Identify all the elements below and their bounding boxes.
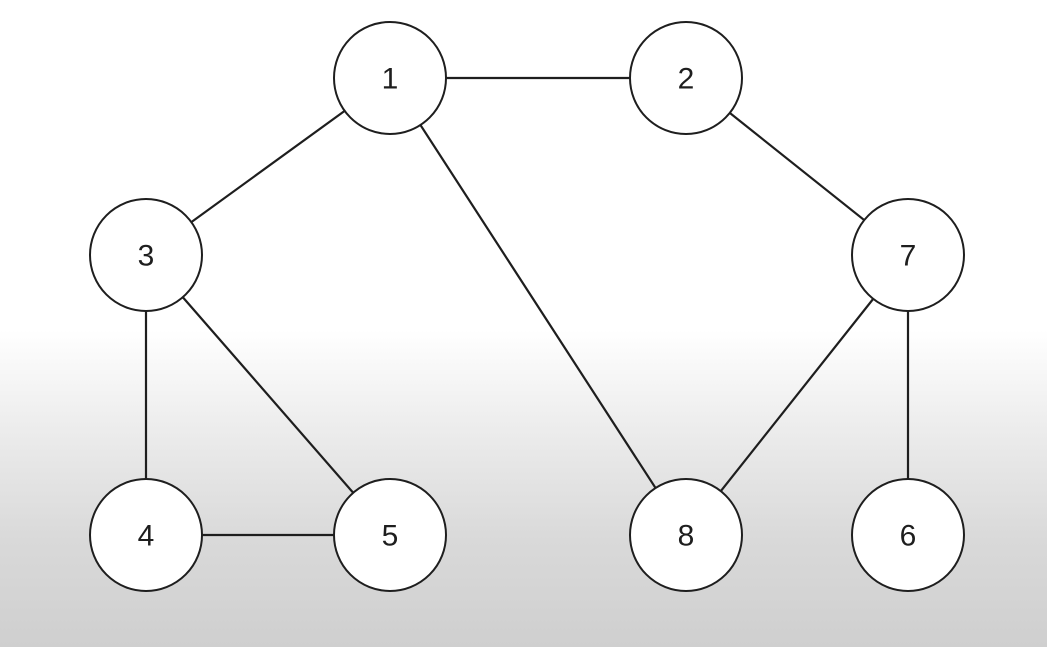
node-7: 7 [851, 198, 965, 312]
node-6: 6 [851, 478, 965, 592]
node-circle [333, 21, 447, 135]
node-label: 6 [900, 520, 917, 553]
node-label: 8 [678, 520, 695, 553]
node-circle [89, 198, 203, 312]
node-circle [629, 21, 743, 135]
node-label: 3 [138, 240, 155, 273]
edge-7-8 [684, 253, 910, 537]
edge-1-8 [388, 76, 688, 537]
edges-layer [144, 76, 910, 537]
nodes-layer: 1 2 3 7 4 5 8 6 [89, 21, 965, 592]
node-label: 5 [382, 520, 399, 553]
node-1: 1 [333, 21, 447, 135]
node-8: 8 [629, 478, 743, 592]
node-2: 2 [629, 21, 743, 135]
node-3: 3 [89, 198, 203, 312]
node-circle [851, 478, 965, 592]
node-5: 5 [333, 478, 447, 592]
node-circle [851, 198, 965, 312]
node-label: 2 [678, 63, 695, 96]
edge-3-5 [144, 253, 392, 537]
node-label: 4 [138, 520, 155, 553]
node-label: 7 [900, 240, 917, 273]
node-4: 4 [89, 478, 203, 592]
node-circle [333, 478, 447, 592]
node-circle [629, 478, 743, 592]
node-circle [89, 478, 203, 592]
node-label: 1 [382, 63, 399, 96]
